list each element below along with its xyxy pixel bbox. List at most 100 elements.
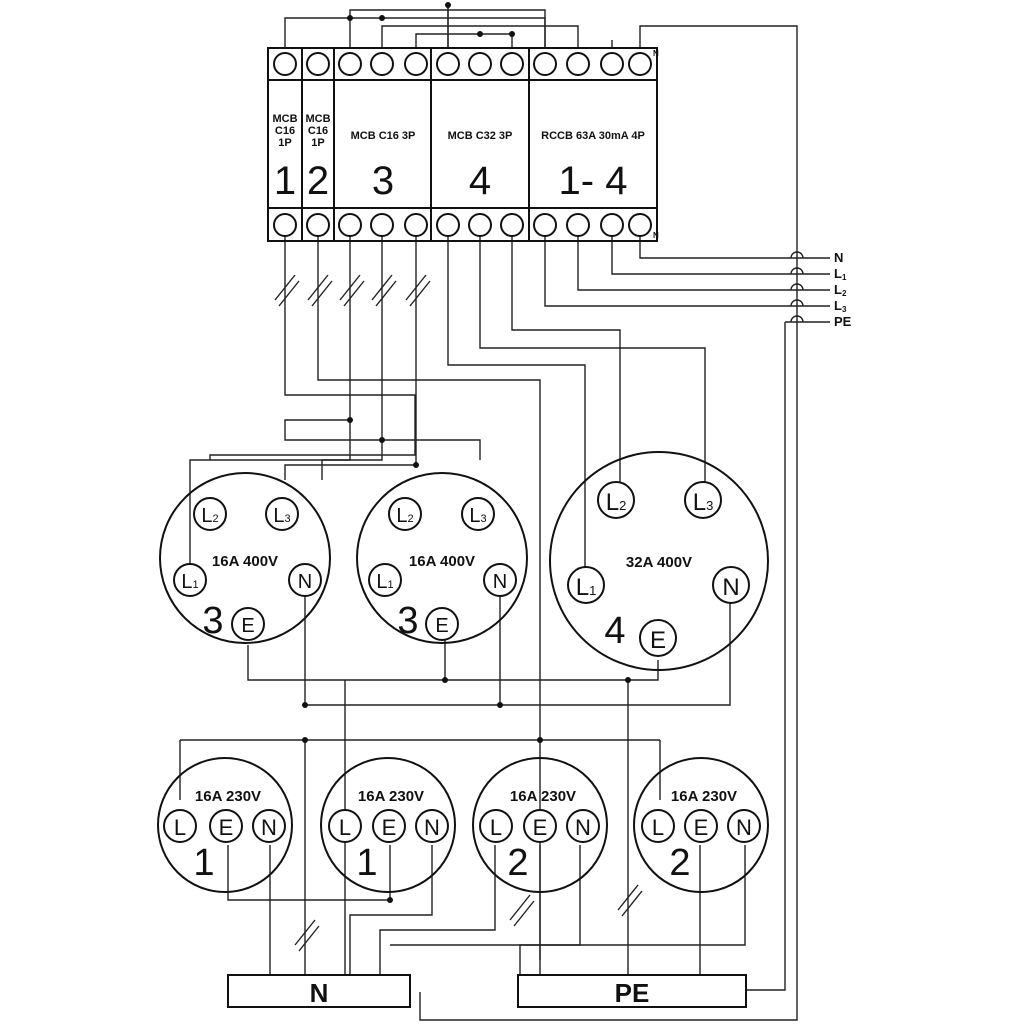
pin-e-label: E bbox=[533, 815, 548, 840]
pin-e-label: E bbox=[694, 815, 709, 840]
pin-e bbox=[209, 809, 243, 843]
pin-l3 bbox=[684, 481, 722, 519]
supply-l2-label: L2 bbox=[834, 282, 847, 298]
pin-n bbox=[566, 809, 600, 843]
top-terminal-5 bbox=[404, 52, 428, 76]
bottom-terminal-5 bbox=[404, 213, 428, 237]
top-terminal-10 bbox=[566, 52, 590, 76]
socket-rating: 16A 230V bbox=[671, 788, 737, 805]
pin-e bbox=[684, 809, 718, 843]
pin-l-label: L bbox=[490, 815, 502, 840]
bottom-terminal-1 bbox=[273, 213, 297, 237]
bottom-terminal-2 bbox=[306, 213, 330, 237]
bottom-terminal-9 bbox=[533, 213, 557, 237]
top-terminal-7 bbox=[468, 52, 492, 76]
bottom-terminal-4 bbox=[370, 213, 394, 237]
pin-e-label: E bbox=[241, 615, 254, 637]
supply-l1-label: L1 bbox=[834, 266, 847, 282]
pin-e-label: E bbox=[382, 815, 397, 840]
neutral-busbar-label: N bbox=[310, 978, 329, 1008]
wire-crossover-2 bbox=[790, 267, 804, 275]
pin-l3-label: L3 bbox=[273, 505, 290, 527]
breaker-2-label-line-2: C16 bbox=[308, 125, 328, 137]
supply-n-label: N bbox=[834, 250, 843, 265]
breaker-1-label-line-3: 1P bbox=[278, 137, 291, 149]
pin-l bbox=[479, 809, 513, 843]
socket-circuit-number: 2 bbox=[669, 842, 690, 884]
socket-rating: 16A 230V bbox=[358, 788, 424, 805]
pin-l2-label: L2 bbox=[606, 489, 627, 516]
pin-e-label: E bbox=[219, 815, 234, 840]
pin-l2-label: L2 bbox=[201, 505, 218, 527]
breaker-4-label: MCB C32 3P bbox=[448, 130, 513, 142]
pin-e bbox=[523, 809, 557, 843]
pin-e bbox=[372, 809, 406, 843]
pin-l3 bbox=[461, 497, 495, 531]
pin-l1-label: L1 bbox=[576, 574, 597, 601]
pin-l1 bbox=[567, 566, 605, 604]
pin-n-label: N bbox=[424, 815, 440, 840]
top-terminal-6 bbox=[436, 52, 460, 76]
breaker-1-label-line-2: C16 bbox=[275, 125, 295, 137]
socket-230v-1a: 16A 230V L E N 1 bbox=[157, 757, 293, 893]
pin-e-label: E bbox=[435, 615, 448, 637]
pin-l1-label: L1 bbox=[376, 571, 393, 593]
pin-n bbox=[727, 809, 761, 843]
wire-crossover-3 bbox=[790, 283, 804, 291]
breaker-panel: N N MCB C16 1P 1 MCB C16 1P 2 MCB C16 3P… bbox=[267, 47, 659, 242]
pin-n-label: N bbox=[298, 571, 312, 593]
rccb-label: RCCB 63A 30mA 4P bbox=[541, 130, 645, 142]
bottom-terminal-8 bbox=[500, 213, 524, 237]
socket-circuit-number: 1 bbox=[193, 842, 214, 884]
pin-l bbox=[328, 809, 362, 843]
wire-crossover-1 bbox=[790, 251, 804, 259]
breaker-3-label: MCB C16 3P bbox=[351, 130, 416, 142]
wires bbox=[179, 5, 830, 1021]
top-terminal-3 bbox=[338, 52, 362, 76]
socket-rating: 16A 400V bbox=[409, 553, 475, 570]
pin-n bbox=[288, 563, 322, 597]
socket-circuit-number: 3 bbox=[397, 600, 418, 642]
pin-l-label: L bbox=[339, 815, 351, 840]
breaker-2-label-line-3: 1P bbox=[311, 137, 324, 149]
bottom-terminal-12 bbox=[628, 213, 652, 237]
supply-labels: N L1 L2 L3 PE bbox=[790, 250, 852, 329]
busbars: N PE bbox=[227, 974, 747, 1008]
pin-l3-label: L3 bbox=[693, 489, 714, 516]
earth-busbar bbox=[517, 974, 747, 1008]
single-phase-sockets: 16A 230V L E N 1 16A 230V L E N 1 16A 23… bbox=[157, 757, 769, 893]
pin-l bbox=[163, 809, 197, 843]
pin-e bbox=[425, 607, 459, 641]
socket-circuit-number: 2 bbox=[507, 842, 528, 884]
breaker-top-terminals bbox=[273, 52, 652, 76]
junction-dots bbox=[302, 2, 631, 903]
wire-crossover-5 bbox=[790, 315, 804, 323]
socket-230v-2a: 16A 230V L E N 2 bbox=[472, 757, 608, 893]
socket-circuit-number: 4 bbox=[604, 610, 625, 652]
top-terminal-11 bbox=[600, 52, 624, 76]
wire-crossover-4 bbox=[790, 299, 804, 307]
rccb-number: 1- 4 bbox=[559, 159, 628, 203]
top-terminal-12 bbox=[628, 52, 652, 76]
socket-rating: 16A 400V bbox=[212, 553, 278, 570]
rccb-top-n-mark: N bbox=[653, 49, 659, 58]
pin-l3-label: L3 bbox=[469, 505, 486, 527]
bottom-terminal-11 bbox=[600, 213, 624, 237]
breaker-2-number: 2 bbox=[307, 159, 329, 203]
bottom-terminal-6 bbox=[436, 213, 460, 237]
pin-n bbox=[252, 809, 286, 843]
wire-marks bbox=[274, 274, 643, 952]
pin-l-label: L bbox=[174, 815, 186, 840]
pin-e bbox=[231, 607, 265, 641]
socket-230v-1b: 16A 230V L E N 1 bbox=[320, 757, 456, 893]
pin-l3 bbox=[265, 497, 299, 531]
top-terminal-9 bbox=[533, 52, 557, 76]
supply-pe-label: PE bbox=[834, 314, 852, 329]
pin-l2-label: L2 bbox=[396, 505, 413, 527]
socket-230v-2b: 16A 230V L E N 2 bbox=[633, 757, 769, 893]
rccb-bottom-n-mark: N bbox=[653, 231, 659, 240]
socket-400v-16a-left: L2 L3 L1 N E 16A 400V 3 bbox=[159, 472, 331, 644]
pin-n-label: N bbox=[261, 815, 277, 840]
pin-l bbox=[641, 809, 675, 843]
